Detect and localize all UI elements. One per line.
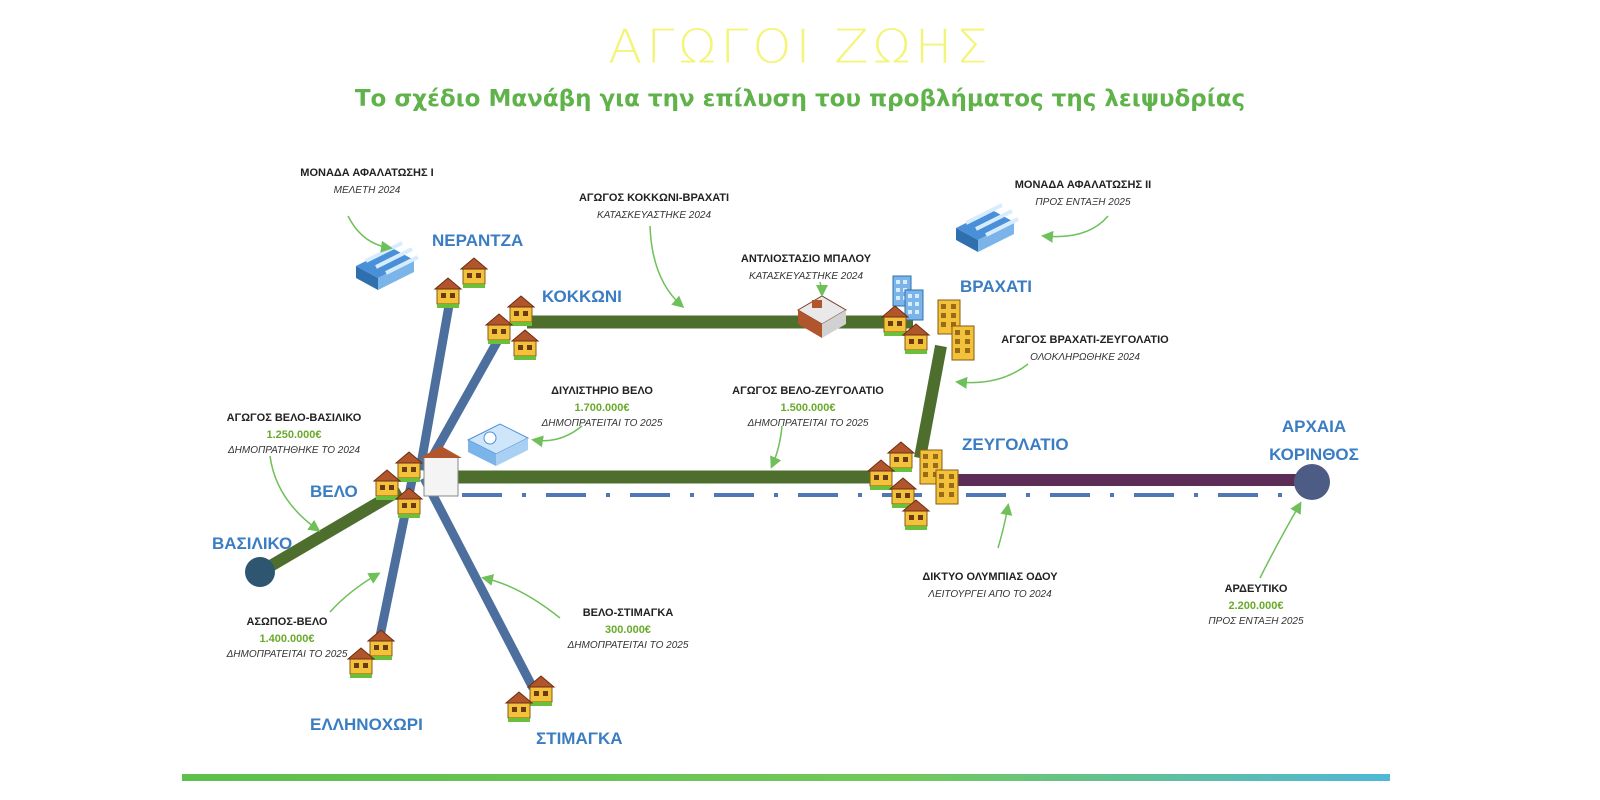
arrow-desal1 [347,215,393,253]
desal1-title: ΜΟΝΑΔΑ ΑΦΑΛΑΤΩΣΗΣ Ι [300,167,433,179]
pipe-vrachati-zeugolatio [914,344,947,460]
desalination-unit-2-icon [954,203,1020,254]
pipe-velo-kokkoni [421,323,510,473]
town-kokkoni: ΚΟΚΚΩΝΙ [542,287,622,306]
nerantza-houses-icon [434,257,488,309]
asopos-velo-cost: 1.400.000€ [259,633,314,645]
town-vrachati: ΒΡΑΧΑΤΙ [960,277,1032,296]
asopos-velo-title: ΑΣΩΠΟΣ-ΒΕΛΟ [246,616,327,628]
velo-stimagka-title: ΒΕΛΟ-ΣΤΙΜΑΓΚΑ [583,607,674,619]
arrow-asopos-velo [329,572,381,613]
arrow-olympia [997,503,1013,549]
desal2-status: ΠΡΟΣ ΕΝΤΑΞΗ 2025 [1035,197,1131,208]
velo-zeugolatio-title: ΑΓΩΓΟΣ ΒΕΛΟ-ΖΕΥΓΟΛΑΤΙΟ [732,385,884,397]
olympia-road-status: ΛΕΙΤΟΥΡΓΕΙ ΑΠΟ ΤΟ 2024 [927,589,1052,600]
filter-velo-cost: 1.700.000€ [574,402,629,414]
town-nerantza: ΝΕΡΑΝΤΖΑ [432,231,523,250]
town-ellinochori: ΕΛΛΗΝΟΧΩΡΙ [310,715,423,734]
pump-station-icon [797,295,847,338]
pipe-velo-vasiliko [258,484,404,577]
vrachati-zeugolatio-title: ΑΓΩΓΟΣ ΒΡΑΧΑΤΙ-ΖΕΥΓΟΛΑΤΙΟ [1001,334,1169,346]
page-subtitle: Το σχέδιο Μανάβη για την επίλυση του προ… [354,86,1246,112]
arrow-pump [815,281,828,297]
arrow-vrachati-zeugolatio [955,363,1029,389]
velo-houses-icon [373,446,462,519]
pump-mpalou-status: ΚΑΤΑΣΚΕΥΑΣΤΗΚΕ 2024 [749,271,863,282]
velo-stimagka-status: ΔΗΜΟΠΡΑΤΕΙΤΑΙ ΤΟ 2025 [567,640,689,651]
town-stimagka: ΣΤΙΜΑΓΚΑ [536,729,623,748]
arrow-desal2 [1041,215,1109,243]
town-archaia-korinthos-line1: ΑΡΧΑΙΑ [1282,417,1346,436]
velo-zeugolatio-cost: 1.500.000€ [780,402,835,414]
arrow-velo-vasiliko [269,455,321,532]
velo-vasiliko-cost: 1.250.000€ [266,429,321,441]
callout-olympia-road: ΔΙΚΤΥΟ ΟΛΥΜΠΙΑΣ ΟΔΟΥ ΛΕΙΤΟΥΡΓΕΙ ΑΠΟ ΤΟ 2… [922,571,1058,600]
callout-velo-stimagka: ΒΕΛΟ-ΣΤΙΜΑΓΚΑ 300.000€ ΔΗΜΟΠΡΑΤΕΙΤΑΙ ΤΟ … [567,607,689,651]
town-velo: ΒΕΛΟ [310,482,358,501]
vasiliko-node [245,557,275,587]
page-title: ΑΓΩΓΟΙ ΖΩΗΣ [608,20,992,74]
olympia-road-title: ΔΙΚΤΥΟ ΟΛΥΜΠΙΑΣ ΟΔΟΥ [922,571,1058,583]
ardeutiko-title: ΑΡΔΕΥΤΙΚΟ [1225,583,1288,595]
callout-pump-mpalou: ΑΝΤΛΙΟΣΤΑΣΙΟ ΜΠΑΛΟΥ ΚΑΤΑΣΚΕΥΑΣΤΗΚΕ 2024 [741,253,872,282]
velo-vasiliko-title: ΑΓΩΓΟΣ ΒΕΛΟ-ΒΑΣΙΛΙΚΟ [227,412,362,424]
arrow-velo-zeugolatio [770,425,783,469]
velo-vasiliko-status: ΔΗΜΟΠΡΑΤΗΘΗΚΕ ΤΟ 2024 [227,445,361,456]
callout-ardeutiko: ΑΡΔΕΥΤΙΚΟ 2.200.000€ ΠΡΟΣ ΕΝΤΑΞΗ 2025 [1208,583,1304,627]
zeugolatio-buildings-icon [867,441,959,531]
filter-velo-icon [466,423,530,466]
callout-desal2: ΜΟΝΑΔΑ ΑΦΑΛΑΤΩΣΗΣ ΙΙ ΠΡΟΣ ΕΝΤΑΞΗ 2025 [1015,179,1151,208]
callout-velo-vasiliko: ΑΓΩΓΟΣ ΒΕΛΟ-ΒΑΣΙΛΙΚΟ 1.250.000€ ΔΗΜΟΠΡΑΤ… [227,412,362,456]
kokkoni-vrachati-title: ΑΓΩΓΟΣ ΚΟΚΚΩΝΙ-ΒΡΑΧΑΤΙ [579,192,729,204]
callout-filter-velo: ΔΙΥΛΙΣΤΗΡΙΟ ΒΕΛΟ 1.700.000€ ΔΗΜΟΠΡΑΤΕΙΤΑ… [541,385,663,429]
velo-stimagka-cost: 300.000€ [605,624,651,636]
asopos-velo-status: ΔΗΜΟΠΡΑΤΕΙΤΑΙ ΤΟ 2025 [226,649,348,660]
callout-kokkoni-vrachati: ΑΓΩΓΟΣ ΚΟΚΚΩΝΙ-ΒΡΑΧΑΤΙ ΚΑΤΑΣΚΕΥΑΣΤΗΚΕ 20… [579,192,729,221]
filter-velo-title: ΔΙΥΛΙΣΤΗΡΙΟ ΒΕΛΟ [551,385,653,397]
archaia-korinthos-node [1294,464,1330,500]
desal2-title: ΜΟΝΑΔΑ ΑΦΑΛΑΤΩΣΗΣ ΙΙ [1015,179,1151,191]
velo-zeugolatio-status: ΔΗΜΟΠΡΑΤΕΙΤΑΙ ΤΟ 2025 [747,418,869,429]
desalination-unit-1-icon [354,241,420,292]
pipe-velo-nerantza [415,293,456,471]
arrow-velo-stimagka [481,574,561,619]
town-zeugolatio: ΖΕΥΓΟΛΑΤΙΟ [962,435,1069,454]
arrow-ardeutiko [1259,501,1302,579]
bottom-divider [182,774,1390,781]
vrachati-zeugolatio-status: ΟΛΟΚΛΗΡΩΘΗΚΕ 2024 [1030,352,1140,363]
desal1-status: ΜΕΛΕΤΗ 2024 [334,185,401,196]
callout-velo-zeugolatio: ΑΓΩΓΟΣ ΒΕΛΟ-ΖΕΥΓΟΛΑΤΙΟ 1.500.000€ ΔΗΜΟΠΡ… [732,385,884,429]
filter-velo-status: ΔΗΜΟΠΡΑΤΕΙΤΑΙ ΤΟ 2025 [541,418,663,429]
ellinochori-houses-icon [347,629,395,679]
pipe-velo-stimagka [420,475,537,691]
town-vasiliko: ΒΑΣΙΛΙΚΟ [212,534,292,553]
arrow-filter [531,425,583,448]
kokkoni-vrachati-status: ΚΑΤΑΣΚΕΥΑΣΤΗΚΕ 2024 [597,210,711,221]
callout-asopos-velo: ΑΣΩΠΟΣ-ΒΕΛΟ 1.400.000€ ΔΗΜΟΠΡΑΤΕΙΤΑΙ ΤΟ … [226,616,348,660]
pump-mpalou-title: ΑΝΤΛΙΟΣΤΑΣΙΟ ΜΠΑΛΟΥ [741,253,872,265]
callout-vrachati-zeugolatio: ΑΓΩΓΟΣ ΒΡΑΧΑΤΙ-ΖΕΥΓΟΛΑΤΙΟ ΟΛΟΚΛΗΡΩΘΗΚΕ 2… [1001,334,1169,363]
callout-desal1: ΜΟΝΑΔΑ ΑΦΑΛΑΤΩΣΗΣ Ι ΜΕΛΕΤΗ 2024 [300,167,433,196]
ardeutiko-cost: 2.200.000€ [1228,600,1283,612]
town-archaia-korinthos-line2: ΚΟΡΙΝΘΟΣ [1269,445,1359,464]
ardeutiko-status: ΠΡΟΣ ΕΝΤΑΞΗ 2025 [1208,616,1304,627]
arrow-kokkoni-vrachati [649,225,685,308]
